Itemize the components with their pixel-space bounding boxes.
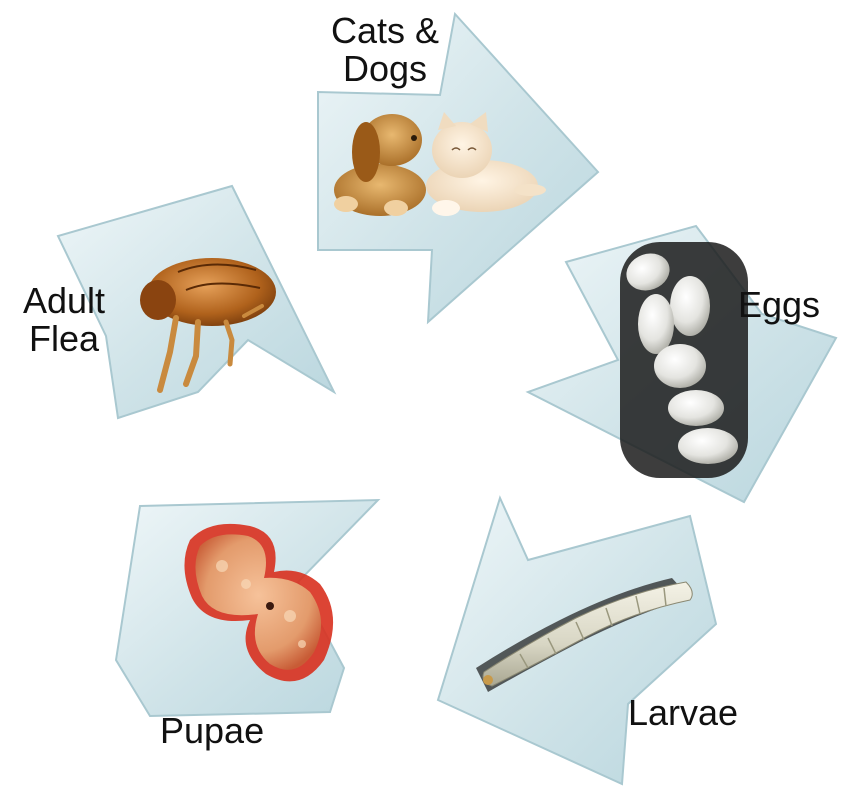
stage-label-eggs: Eggs — [738, 286, 858, 324]
flea-eggs-icon — [620, 242, 748, 478]
stage-label-larvae: Larvae — [628, 694, 768, 732]
stage-label-pupae: Pupae — [160, 712, 300, 750]
stage-label-cats-dogs: Cats & Dogs — [300, 12, 470, 88]
stage-label-adult-flea: Adult Flea — [4, 282, 124, 358]
